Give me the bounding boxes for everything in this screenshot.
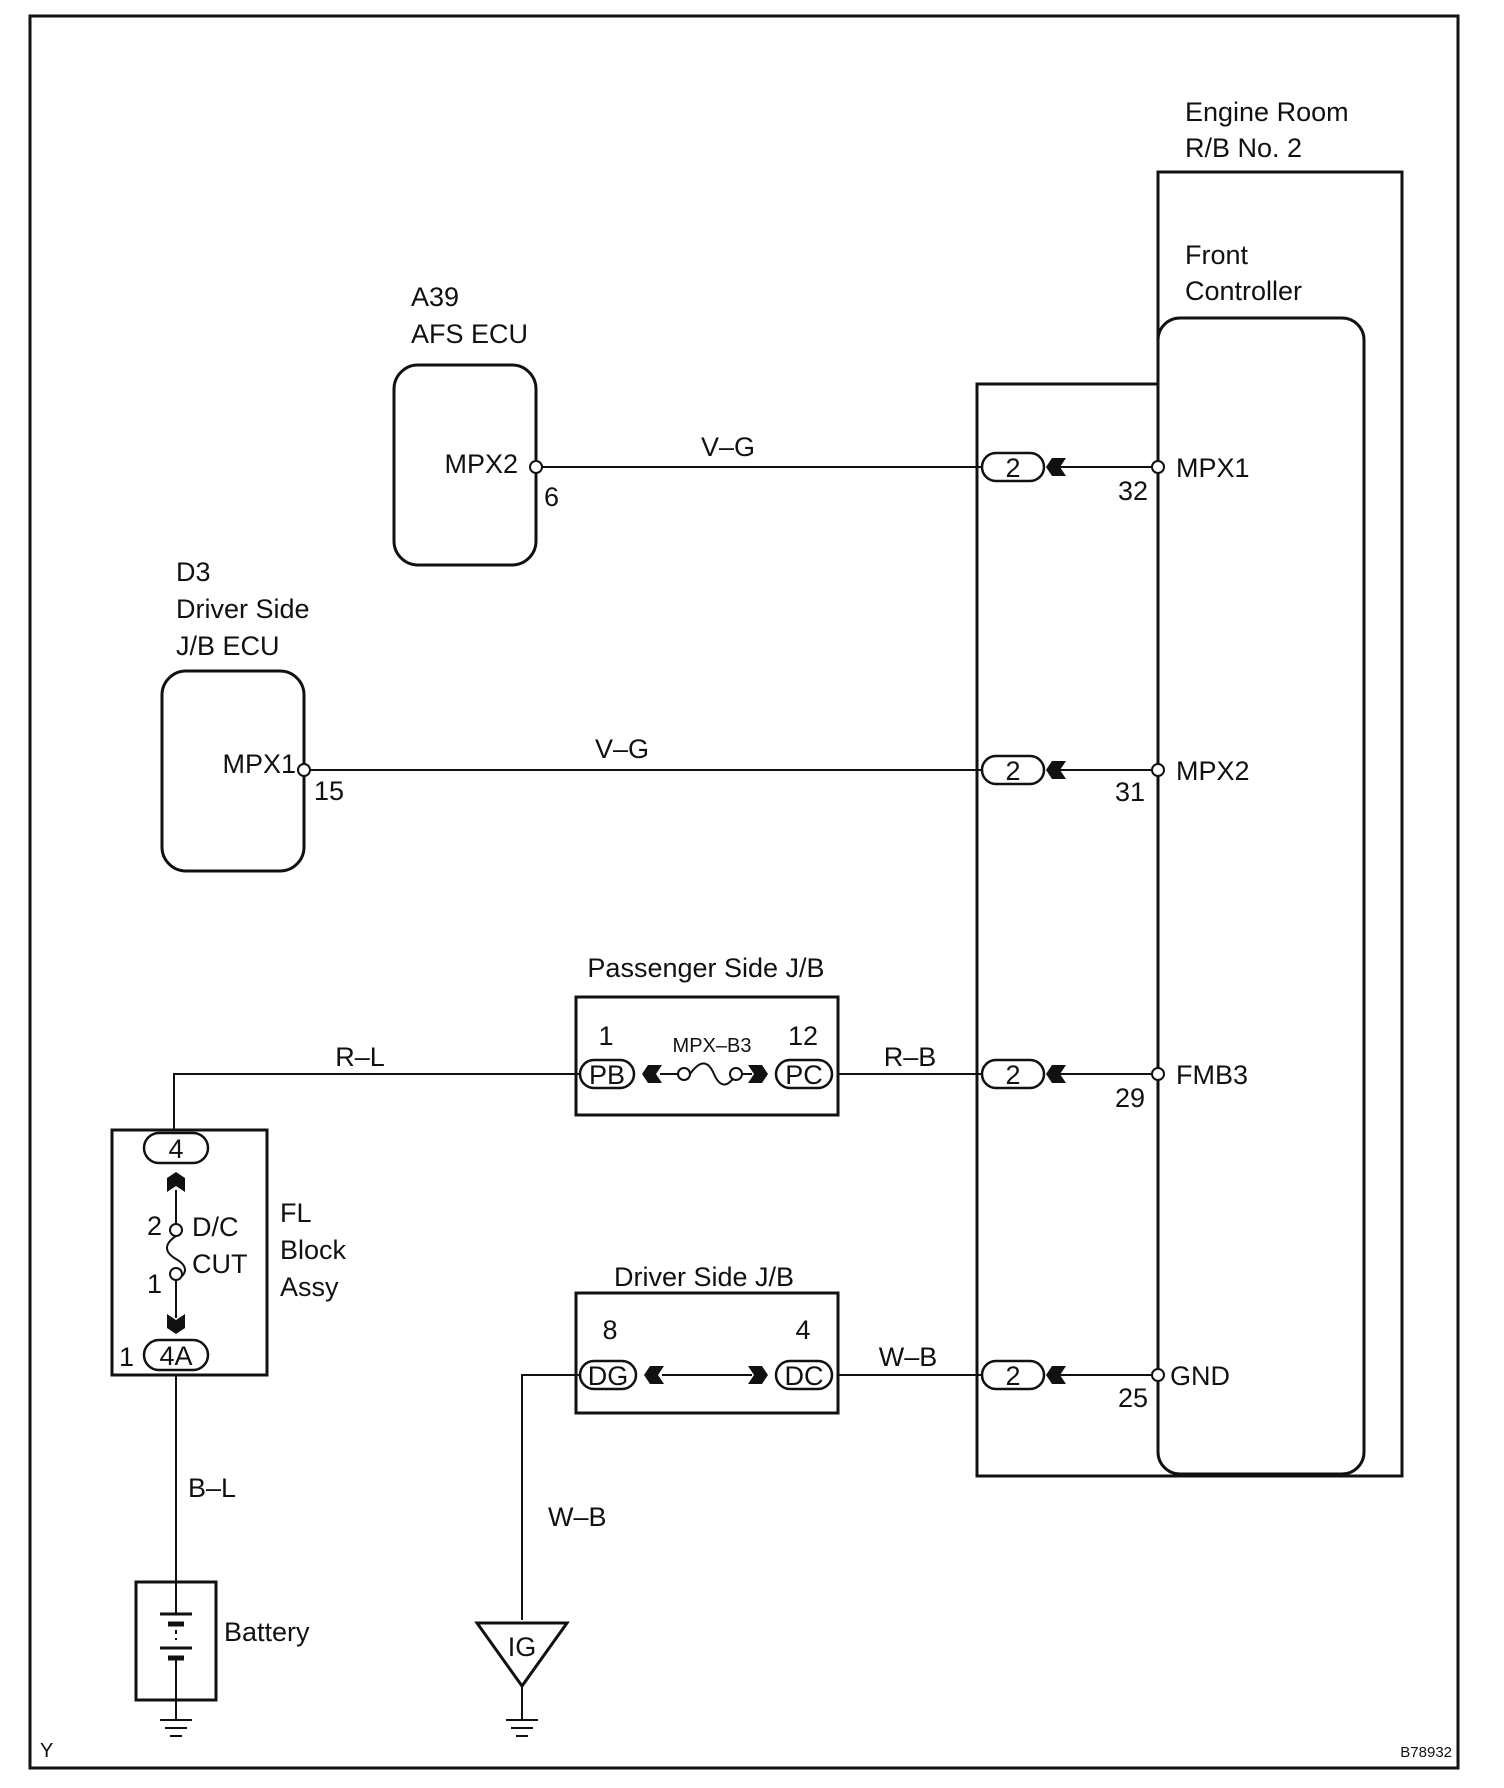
driver-jb-pin-right: 4 [795,1315,810,1345]
fl-fuse-pin-top: 2 [147,1211,162,1241]
afs-ecu-pin: 6 [544,482,559,512]
wire-color-label: W–B [879,1342,938,1372]
engine-room-rb-label-1: Engine Room [1185,97,1349,127]
terminal-pin: 25 [1118,1383,1148,1413]
passenger-jb-fuse-label: MPX–B3 [673,1035,752,1057]
wire-color-label: W–B [548,1502,607,1532]
wire-color-label: R–L [335,1042,385,1072]
wire-color-label: B–L [188,1473,236,1503]
wire-color-label: R–B [884,1042,937,1072]
passenger-jb-conn-left: PB [589,1060,625,1090]
fl-block-label-2: Block [280,1235,347,1265]
driver-jb-title: Driver Side J/B [614,1262,794,1292]
afs-ecu-name: AFS ECU [411,319,528,349]
fuse-dc-cut-icon [166,1235,186,1281]
connector-number: 2 [1005,756,1020,786]
jb-ecu-name-1: Driver Side [176,594,310,624]
terminal-mpx1: 2 MPX1 32 [980,451,1250,506]
terminal-fmb3: 2 FMB3 29 [980,1058,1248,1113]
terminal-pin: 32 [1118,476,1148,506]
front-controller-label-1: Front [1185,240,1249,270]
ig-ground: IG [474,1621,570,1737]
terminal-gnd: 2 GND 25 [980,1359,1230,1413]
fuse-mpx-b3-icon [689,1062,737,1086]
terminal-name: GND [1170,1361,1230,1391]
fl-block-assy: FL Block Assy 4 2 1 D/C CUT 4A 1 [110,1128,347,1377]
fl-conn-bottom-pin: 1 [119,1342,134,1372]
fl-fuse-label-2: CUT [192,1249,248,1279]
wire-color-label: V–G [701,432,755,462]
fl-fuse-label-1: D/C [192,1212,239,1242]
passenger-jb-title: Passenger Side J/B [587,953,824,983]
front-controller-label-2: Controller [1185,276,1302,306]
jb-ecu-terminal: MPX1 [222,749,296,779]
wire-color-label: V–G [595,734,649,764]
driver-side-jb: Driver Side J/B 8 4 DG DC [574,1262,840,1415]
fl-fuse-pin-bottom: 1 [147,1269,162,1299]
fl-conn-bottom: 4A [159,1341,192,1371]
driver-jb-pin-left: 8 [602,1315,617,1345]
figure-id: B78932 [1400,1744,1452,1761]
terminal-mpx2: 2 MPX2 31 [980,754,1250,807]
fl-block-label-3: Assy [280,1272,339,1302]
passenger-side-jb: Passenger Side J/B 1 12 MPX–B3 PB PC [574,953,840,1117]
diagram-frame [28,14,1460,1770]
afs-ecu-terminal: MPX2 [444,449,518,479]
jb-ecu-pin: 15 [314,776,344,806]
afs-ecu: A39 AFS ECU MPX2 6 [392,282,559,567]
jb-ecu-name-2: J/B ECU [176,631,280,661]
terminal-pin: 29 [1115,1083,1145,1113]
footer-left-mark: Y [40,1740,53,1762]
driver-jb-conn-right: DC [785,1361,824,1391]
afs-ecu-code: A39 [411,282,459,312]
wire-driver-jb-to-ground [521,1374,580,1620]
driver-jb-conn-left: DG [588,1361,629,1391]
ig-label: IG [508,1632,537,1662]
ground-icon [506,1719,538,1737]
fl-conn-top: 4 [168,1134,183,1164]
ground-icon [160,1719,192,1737]
battery: Battery [134,1580,310,1737]
terminal-name: MPX1 [1176,453,1250,483]
connector-number: 2 [1005,1060,1020,1090]
terminal-name: MPX2 [1176,756,1250,786]
connector-number: 2 [1005,1361,1020,1391]
wire-fl-to-passenger-jb [173,1073,580,1130]
connector-number: 2 [1005,453,1020,483]
terminal-pin: 31 [1115,777,1145,807]
passenger-jb-conn-right: PC [785,1060,823,1090]
jb-ecu-code: D3 [176,557,211,587]
front-controller: Front Controller [1156,240,1366,1476]
engine-room-rb-label-2: R/B No. 2 [1185,133,1302,163]
fl-block-label-1: FL [280,1198,312,1228]
passenger-jb-pin-right: 12 [788,1021,818,1051]
battery-label: Battery [224,1617,310,1647]
terminal-name: FMB3 [1176,1060,1248,1090]
passenger-jb-pin-left: 1 [598,1021,613,1051]
driver-side-jb-ecu: D3 Driver Side J/B ECU MPX1 15 [160,557,344,873]
